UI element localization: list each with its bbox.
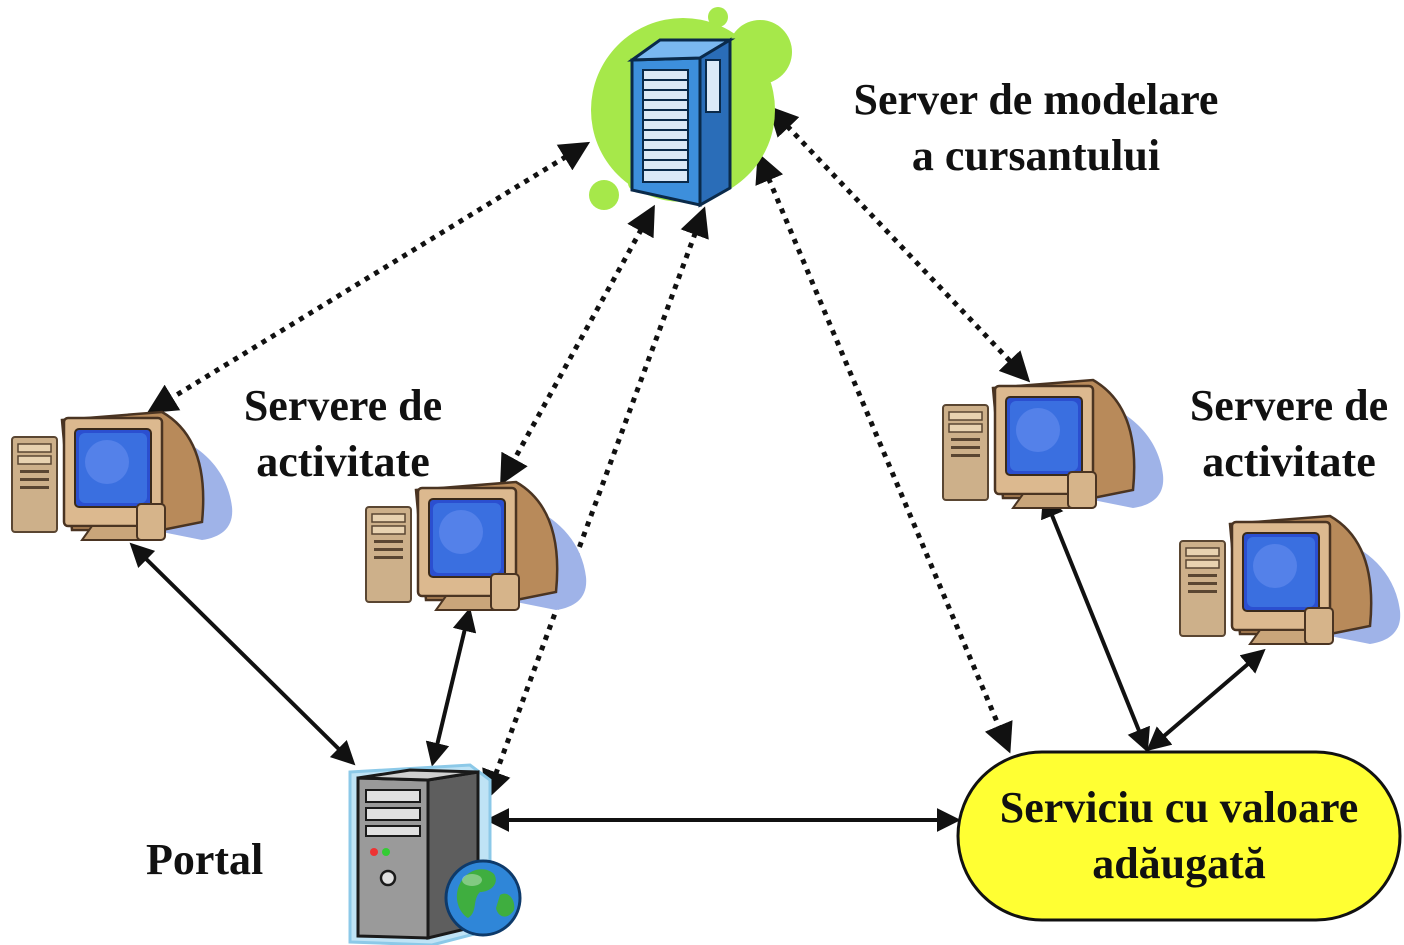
activity-servers-right-label-line-1: Servere de (1189, 381, 1389, 430)
modeling-server-label-line-2: a cursantului (911, 131, 1161, 180)
desktop-computer-icon (364, 480, 588, 612)
portal-label: Portal (146, 835, 264, 884)
link-modeling-to-activity-left-1 (146, 141, 591, 414)
activity-server-left-2 (364, 480, 588, 612)
activity-servers-left-label-line-1: Servere de (243, 381, 443, 430)
web-server-globe-icon (348, 763, 522, 945)
link-activity-right-1-to-value-service (1041, 493, 1150, 753)
modeling-server-label: Server de modelare a cursantului (828, 72, 1244, 184)
activity-servers-right-label-line-2: activitate (1202, 437, 1376, 486)
link-activity-right-2-to-value-service (1146, 648, 1266, 752)
value-added-service-oval (956, 750, 1402, 922)
activity-servers-right-label: Servere de activitate (1174, 378, 1404, 490)
desktop-computer-icon (10, 410, 234, 542)
activity-servers-left-label-line-2: activitate (256, 437, 430, 486)
value-added-service-label-line-2: adăugată (1092, 839, 1266, 888)
link-modeling-to-activity-left-2 (500, 204, 655, 486)
link-activity-left-1-to-portal (129, 542, 356, 766)
value-added-service-label: Serviciu cu valoare adăugată (958, 752, 1400, 920)
rack-server-icon (589, 7, 792, 210)
value-added-service-label-line-1: Serviciu cu valoare (999, 783, 1359, 832)
desktop-computer-icon (1178, 514, 1402, 646)
activity-servers-left-label: Servere de activitate (228, 378, 458, 490)
connection-lines (129, 105, 1266, 832)
modeling-server-label-line-1: Server de modelare (853, 75, 1219, 124)
desktop-computer-icon (941, 378, 1165, 510)
link-modeling-to-portal (482, 206, 709, 801)
link-modeling-to-value-service (755, 152, 1013, 754)
link-activity-left-2-to-portal (425, 607, 477, 767)
activity-server-right-2 (1178, 514, 1402, 646)
activity-server-right-1 (941, 378, 1165, 510)
activity-server-left-1 (10, 410, 234, 542)
